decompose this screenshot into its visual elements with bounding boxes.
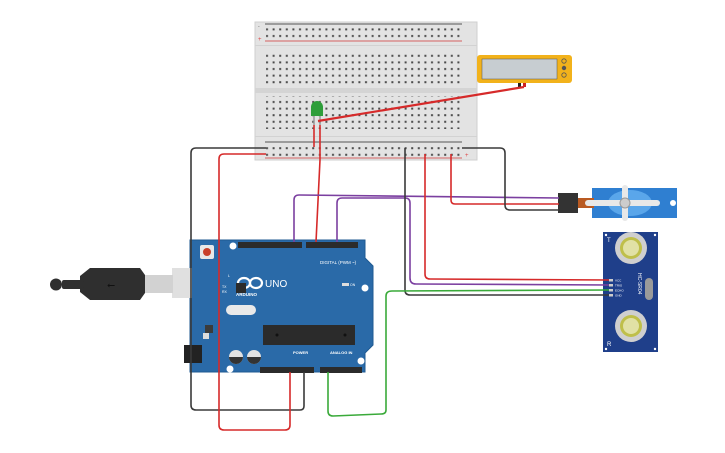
multimeter-knob[interactable] — [561, 72, 567, 78]
brand-label: ARDUINO — [236, 292, 257, 297]
usb-cable: ⭠ — [50, 268, 192, 300]
rail-minus-label-top: - — [258, 24, 260, 30]
pin-vcc-label: VCC — [615, 279, 622, 283]
bottom-power-rail: + — [265, 141, 469, 159]
mounting-hole — [361, 284, 369, 292]
digital-label: DIGITAL (PWM ~) — [320, 260, 357, 265]
wire-ultrasonic-vcc[interactable] — [424, 154, 610, 281]
rail-plus-label-top: + — [258, 37, 262, 43]
wire-led-to-pin-7[interactable] — [315, 125, 321, 243]
crystal — [226, 305, 256, 315]
analog-header[interactable] — [320, 367, 362, 373]
pin-gnd-label: GND — [615, 294, 623, 298]
wire-trig-to-pin-5[interactable] — [336, 197, 610, 286]
usb-chip — [236, 283, 246, 293]
l-led-label: L — [228, 274, 230, 278]
multimeter-probe-black[interactable] — [518, 83, 521, 87]
ultrasonic-sensor: T R HC-SR04 VCC TRIG ECHO GND — [603, 232, 658, 352]
receiver-mark: R — [607, 342, 612, 348]
mounting-hole — [357, 357, 365, 365]
power-jack — [184, 345, 202, 363]
analog-label: ANALOG IN — [330, 350, 353, 355]
rail-plus-label-bottom: + — [465, 153, 469, 159]
usb-symbol-icon: ⭠ — [107, 280, 115, 291]
tx-label: TX — [222, 285, 227, 289]
digital-header-a[interactable] — [238, 242, 302, 248]
voltage-regulator — [205, 325, 213, 333]
digital-header-b[interactable] — [306, 242, 358, 248]
center-channel — [255, 88, 477, 93]
hc-sr04-label: HC-SR04 — [636, 273, 642, 295]
transmitter-mark: T — [607, 238, 611, 244]
multimeter-knob[interactable] — [561, 58, 567, 64]
multimeter-knob[interactable] — [561, 65, 567, 71]
mounting-hole — [229, 242, 237, 250]
upper-terminal-strip — [266, 52, 462, 85]
pin-echo-label: ECHO — [615, 289, 624, 293]
pin-trig-label: TRIG — [615, 284, 623, 288]
power-header[interactable] — [260, 367, 314, 373]
wire-servo-signal-to-pin-9[interactable] — [293, 194, 560, 242]
arduino-uno: DIGITAL (PWM ~) ARDUINO UNO L TX RX ON — [184, 239, 374, 373]
multimeter-display — [481, 58, 558, 80]
wire-breadboard-5v-to-arduino-5v[interactable] — [218, 153, 291, 431]
top-power-rail: - + — [258, 23, 462, 43]
power-label: POWER — [293, 350, 308, 355]
wire-echo-to-a1[interactable] — [327, 289, 610, 417]
servo-motor — [558, 185, 677, 221]
multimeter — [477, 55, 572, 87]
wire-servo-ground[interactable] — [462, 147, 559, 211]
atmega-chip — [263, 325, 355, 345]
wire-led-to-multimeter[interactable] — [317, 85, 525, 123]
wire-ultrasonic-gnd[interactable] — [404, 148, 609, 296]
ultrasonic-crystal — [645, 278, 653, 300]
mounting-hole — [226, 365, 234, 373]
ultrasonic-pins[interactable]: VCC TRIG ECHO GND — [609, 279, 624, 298]
on-label: ON — [350, 283, 356, 287]
breadboard: - + + — [254, 21, 478, 161]
rx-label: RX — [222, 290, 228, 294]
multimeter-probe-red[interactable] — [523, 83, 526, 87]
wire-servo-power[interactable] — [450, 154, 559, 205]
wires — [190, 85, 610, 431]
model-label: UNO — [265, 279, 287, 290]
wire-breadboard-gnd-to-arduino-gnd[interactable] — [190, 147, 305, 411]
reset-button-cap[interactable] — [203, 248, 211, 256]
